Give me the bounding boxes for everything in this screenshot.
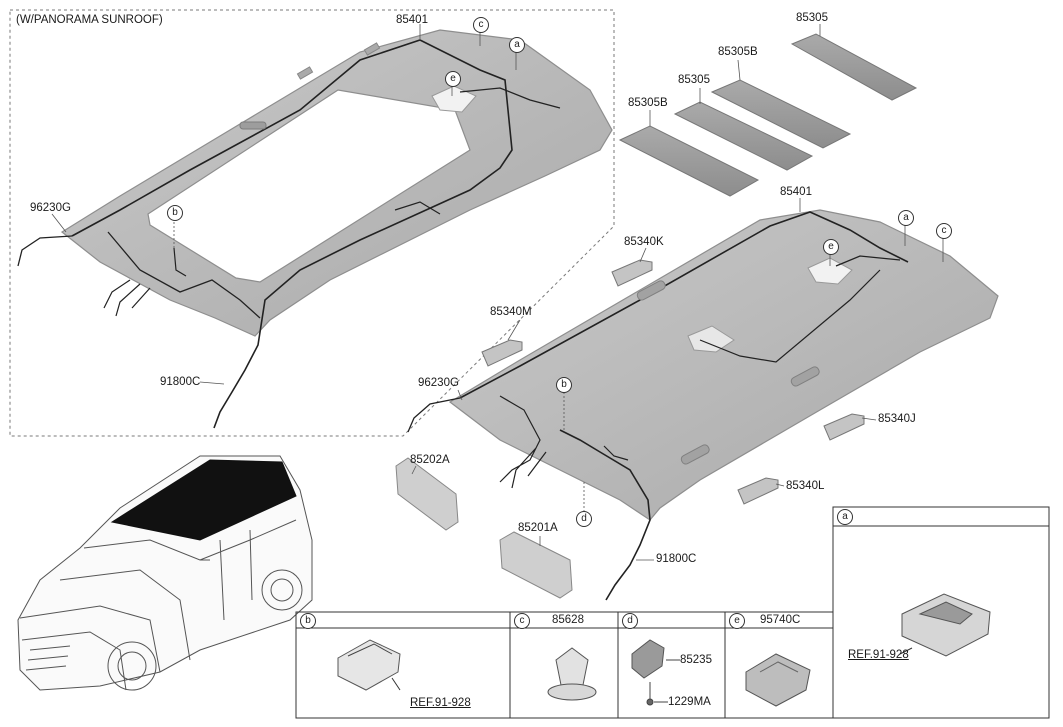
detail-d-part2: 1229MA	[668, 696, 711, 708]
detail-b-letter: b	[300, 613, 316, 629]
label-91800c-standard: 91800C	[656, 553, 697, 565]
detail-c-letter: c	[514, 613, 530, 629]
label-85305b-lower: 85305B	[628, 97, 668, 109]
detail-tables	[295, 506, 1050, 719]
detail-b-ref[interactable]: REF.91-928	[410, 697, 471, 709]
variant-note: (W/PANORAMA SUNROOF)	[16, 14, 163, 26]
callout-a-sunroof: a	[509, 37, 525, 53]
sun-visors	[395, 457, 573, 599]
label-85201a: 85201A	[518, 522, 558, 534]
label-85340j: 85340J	[878, 413, 916, 425]
callout-e-sunroof: e	[445, 71, 461, 87]
label-85340m: 85340M	[490, 306, 532, 318]
callout-a-standard: a	[898, 210, 914, 226]
headliner-standard	[407, 209, 999, 601]
detail-a-lamp	[899, 593, 991, 657]
detail-a-ref[interactable]: REF.91-928	[848, 649, 909, 661]
label-85340l: 85340L	[786, 480, 825, 492]
label-85340k: 85340K	[624, 236, 664, 248]
headliner-sunroof	[17, 29, 613, 429]
assist-grips	[481, 259, 865, 505]
label-85305-mid: 85305	[678, 74, 710, 86]
detail-c-part: 85628	[552, 614, 584, 626]
label-85305-top: 85305	[796, 12, 828, 24]
sunroof-variant-frame	[9, 9, 615, 437]
detail-c-clip	[547, 647, 597, 701]
label-85401-sunroof: 85401	[396, 14, 428, 26]
label-96230g-sunroof: 96230G	[30, 202, 71, 214]
callout-c-sunroof: c	[473, 17, 489, 33]
detail-e-letter: e	[729, 613, 745, 629]
detail-e-lamp-lens	[745, 653, 811, 707]
label-85401-standard: 85401	[780, 186, 812, 198]
detail-a-letter: a	[837, 509, 853, 525]
leader-lines	[51, 24, 944, 561]
label-85202a: 85202A	[410, 454, 450, 466]
callout-d-standard: d	[576, 511, 592, 527]
callout-e-standard: e	[823, 239, 839, 255]
label-96230g-standard: 96230G	[418, 377, 459, 389]
label-91800c-sunroof: 91800C	[160, 376, 201, 388]
detail-d-letter: d	[622, 613, 638, 629]
detail-b-lamp	[337, 639, 401, 691]
detail-d-part: 85235	[680, 654, 712, 666]
sunroof-pads	[618, 33, 918, 197]
detail-d-bracket	[631, 639, 680, 706]
label-85305b-upper: 85305B	[718, 46, 758, 58]
callout-c-standard: c	[936, 223, 952, 239]
vehicle-illustration	[17, 455, 313, 691]
detail-e-part: 95740C	[760, 614, 801, 626]
callout-b-standard: b	[556, 377, 572, 393]
callout-b-sunroof: b	[167, 205, 183, 221]
